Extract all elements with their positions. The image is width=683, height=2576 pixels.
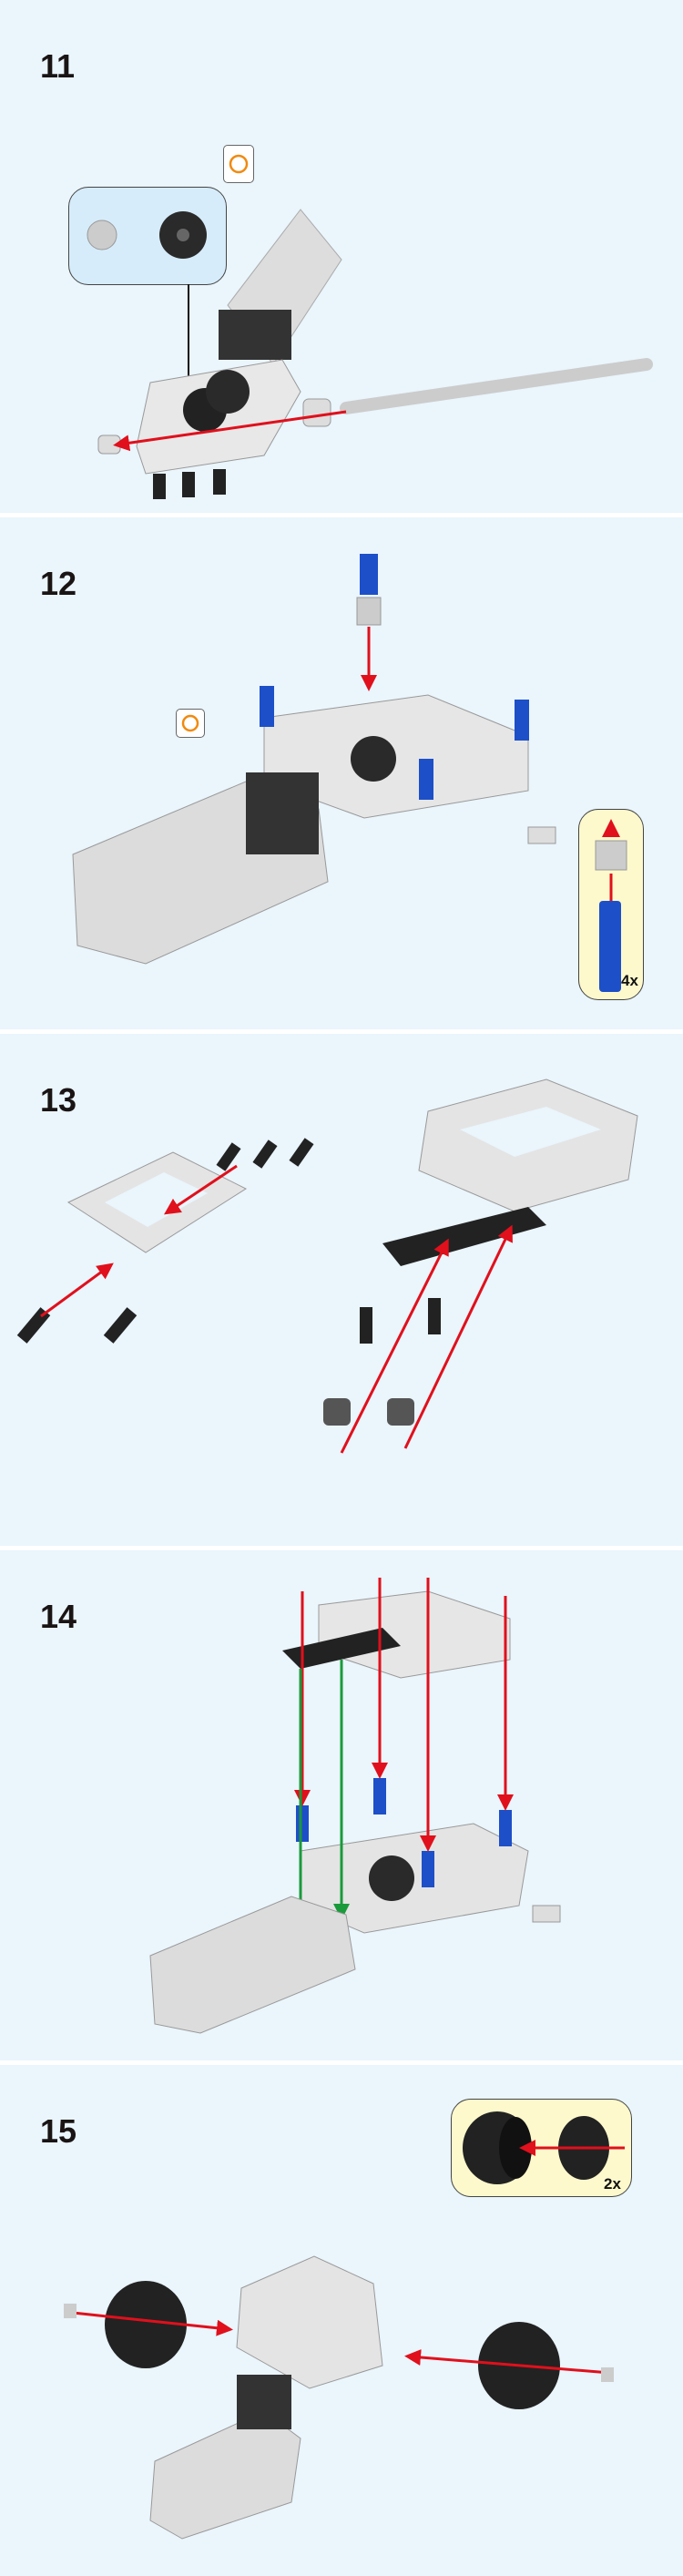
step-11: 11 [0, 0, 683, 513]
parts-callout [68, 187, 227, 285]
parts-callout: 2x [451, 2099, 632, 2197]
quantity-label: 2x [604, 2175, 621, 2193]
step-12-illustration [72, 554, 556, 965]
step-number: 11 [40, 47, 76, 85]
step-14-illustration [149, 1578, 561, 2034]
step-13: 13 [0, 1034, 683, 1546]
rotate-model-icon [223, 145, 254, 183]
step-number: 12 [40, 565, 77, 602]
rotate-model-icon [176, 709, 205, 738]
step-number: 14 [40, 1598, 77, 1635]
step-15-illustration [64, 2255, 614, 2540]
step-11-illustration [97, 209, 653, 499]
step-13-illustration [16, 1078, 638, 1454]
quantity-label: 4x [621, 972, 638, 989]
step-15: 15 2x [0, 2065, 683, 2576]
parts-callout: 4x [578, 809, 644, 1000]
step-14: 14 [0, 1550, 683, 2060]
step-number: 15 [40, 2112, 77, 2150]
step-number: 13 [40, 1081, 77, 1119]
step-12: 12 4x [0, 517, 683, 1029]
